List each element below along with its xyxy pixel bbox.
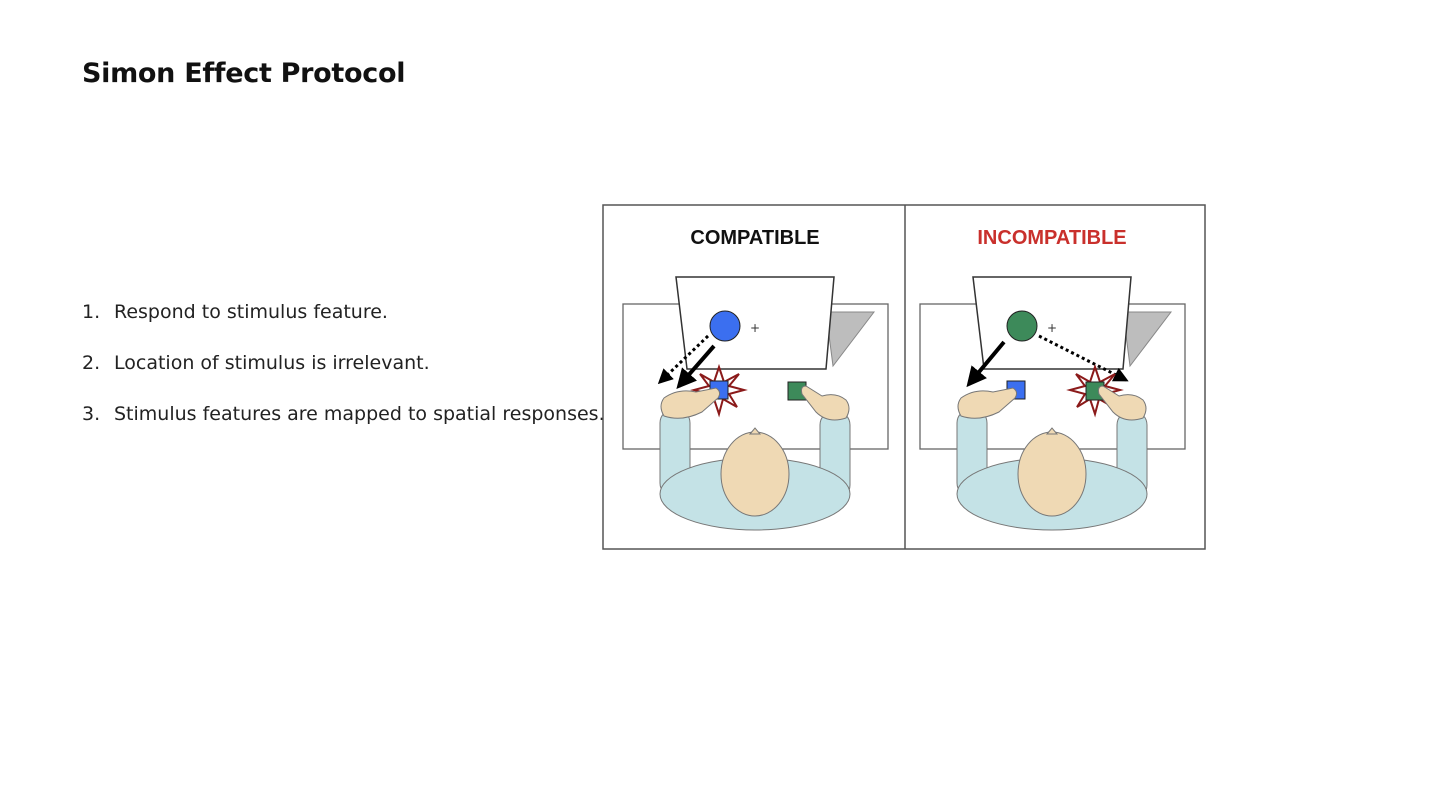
left-hand [660, 387, 721, 419]
monitor-side [1122, 311, 1173, 368]
participant [956, 385, 1148, 531]
list-item-text: Respond to stimulus feature. [114, 301, 388, 323]
head [720, 431, 790, 517]
head [1017, 431, 1087, 517]
stimulus-circle [1006, 310, 1038, 342]
list-item-number: 3. [82, 403, 101, 425]
monitor [675, 276, 835, 370]
stimulus-circle [709, 310, 741, 342]
list-item: 2. Location of stimulus is irrelevant. [82, 347, 604, 398]
panel-label-incompatible: INCOMPATIBLE [977, 227, 1126, 249]
list-item-text: Location of stimulus is irrelevant. [114, 352, 430, 374]
dotted-arrow [1038, 334, 1129, 382]
simon-task-figure: COMPATIBLE + [602, 204, 1206, 550]
list-item: 1. Respond to stimulus feature. [82, 296, 604, 347]
slide-title: Simon Effect Protocol [82, 58, 406, 89]
solid-arrow [966, 340, 1006, 388]
panel-compatible: COMPATIBLE + [622, 227, 889, 531]
panel-incompatible: INCOMPATIBLE + [919, 227, 1186, 531]
fixation-cross: + [1047, 321, 1057, 335]
right-hand [801, 385, 850, 421]
dotted-arrow [657, 334, 710, 385]
panel-label-compatible: COMPATIBLE [690, 227, 819, 249]
list-item: 3. Stimulus features are mapped to spatia… [82, 398, 604, 449]
list-item-number: 2. [82, 352, 101, 374]
list-item-text: Stimulus features are mapped to spatial … [114, 403, 604, 425]
nose [748, 427, 762, 435]
right-hand [1098, 385, 1147, 421]
left-hand [957, 387, 1018, 419]
participant [659, 385, 851, 531]
monitor-side [825, 311, 876, 368]
list-item-number: 1. [82, 301, 101, 323]
protocol-list: 1. Respond to stimulus feature. 2. Locatio… [82, 296, 604, 449]
figure-svg: COMPATIBLE + [602, 204, 1206, 550]
nose [1045, 427, 1059, 435]
solid-arrow [676, 344, 716, 390]
fixation-cross: + [750, 321, 760, 335]
